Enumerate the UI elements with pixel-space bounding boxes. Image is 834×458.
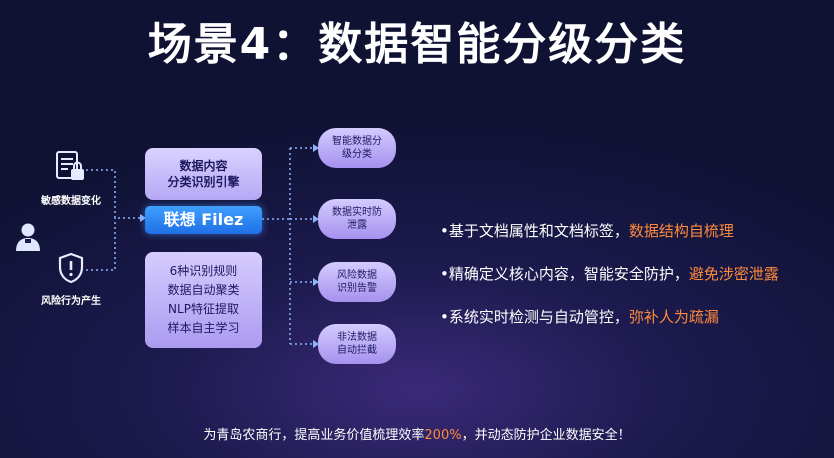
arrow-head-4 bbox=[313, 340, 319, 348]
page-title: 场景4：数据智能分级分类 bbox=[147, 19, 687, 70]
bullet-text: •精确定义核心内容，智能安全防护， bbox=[440, 265, 689, 283]
output-risk-alert: 风险数据 识别告警 bbox=[318, 262, 396, 302]
feature-item: 样本自主学习 bbox=[167, 321, 240, 335]
arrow-head-main bbox=[140, 214, 146, 222]
bullet-highlight: 弥补人为疏漏 bbox=[628, 308, 719, 326]
bullet-highlight: 避免涉密泄露 bbox=[688, 265, 779, 283]
engine-line-2: 分类识别引擎 bbox=[167, 175, 240, 189]
bullet-structure: •基于文档属性和文档标签，数据结构自梳理 bbox=[440, 220, 734, 241]
arrow-head-3 bbox=[313, 278, 319, 286]
connector-risk bbox=[86, 218, 116, 271]
bullet-detection: •系统实时检测与自动管控，弥补人为疏漏 bbox=[440, 306, 719, 327]
footer-text: ，并动态防护企业数据安全！ bbox=[461, 428, 631, 443]
risk-behavior-label: 风险行为产生 bbox=[41, 296, 101, 307]
engine-line-1: 数据内容 bbox=[179, 159, 228, 173]
document-lock-icon bbox=[54, 150, 88, 188]
output-smart-classification: 智能数据分 级分类 bbox=[318, 128, 396, 168]
arrow-head-2 bbox=[313, 215, 319, 223]
brand-bar: 联想 Filez bbox=[145, 206, 262, 234]
user-icon bbox=[14, 222, 42, 256]
bullet-protection: •精确定义核心内容，智能安全防护，避免涉密泄露 bbox=[440, 263, 779, 284]
shield-alert-icon bbox=[57, 252, 85, 288]
bullet-text: •系统实时检测与自动管控， bbox=[440, 308, 629, 326]
output-line: 风险数据 bbox=[337, 270, 377, 281]
footer-note: 为青岛农商行，提高业务价值梳理效率200%，并动态防护企业数据安全！ bbox=[0, 424, 834, 443]
output-line: 智能数据分 bbox=[332, 136, 382, 147]
sensitive-data-label: 敏感数据变化 bbox=[41, 196, 101, 207]
footer-highlight: 200% bbox=[424, 428, 462, 443]
feature-item: 数据自动聚类 bbox=[167, 283, 240, 297]
output-leak-prevention: 数据实时防 泄露 bbox=[318, 199, 396, 239]
output-line: 级分类 bbox=[342, 149, 372, 160]
classification-engine-box: 数据内容 分类识别引擎 bbox=[145, 148, 262, 200]
output-line: 泄露 bbox=[347, 220, 367, 231]
output-line: 识别告警 bbox=[337, 283, 377, 294]
output-line: 自动拦截 bbox=[337, 345, 377, 356]
output-line: 非法数据 bbox=[337, 332, 377, 343]
footer-text: 为青岛农商行，提高业务价值梳理效率 bbox=[203, 428, 425, 443]
output-illegal-block: 非法数据 自动拦截 bbox=[318, 324, 396, 364]
feature-box: 6种识别规则 数据自动聚类 NLP特征提取 样本自主学习 bbox=[145, 252, 262, 348]
output-line: 数据实时防 bbox=[332, 207, 382, 218]
feature-item: 6种识别规则 bbox=[169, 264, 238, 278]
feature-item: NLP特征提取 bbox=[168, 302, 239, 316]
bullet-highlight: 数据结构自梳理 bbox=[628, 222, 734, 240]
arrow-head-1 bbox=[313, 144, 319, 152]
bullet-text: •基于文档属性和文档标签， bbox=[440, 222, 629, 240]
